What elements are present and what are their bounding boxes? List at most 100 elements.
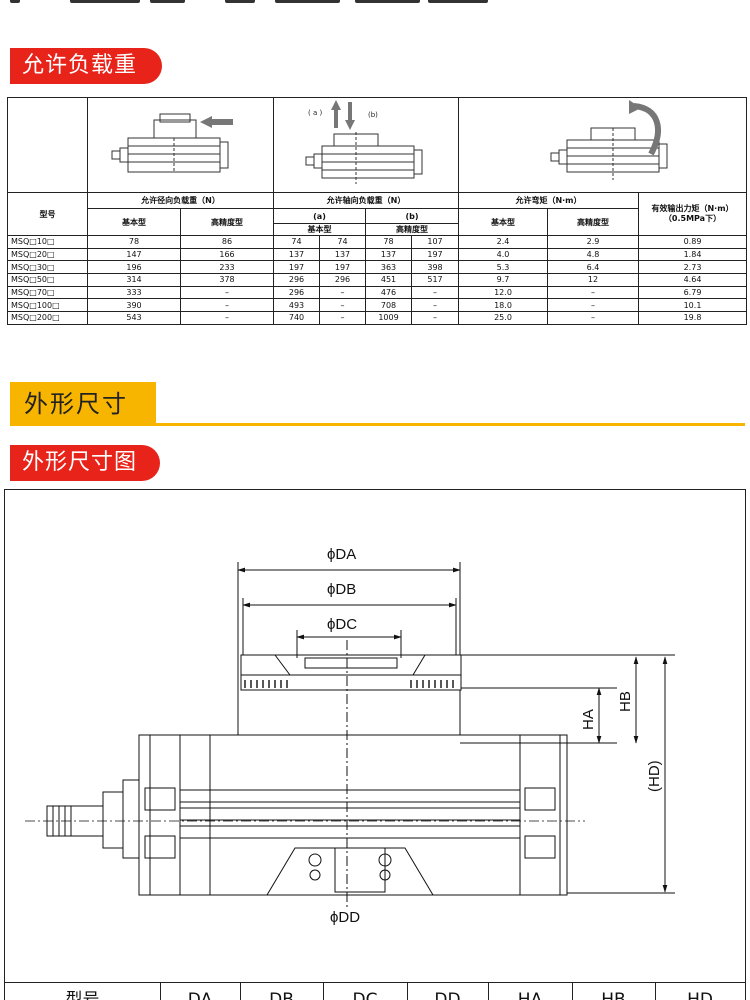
value-cell: 543 (87, 311, 181, 325)
value-cell: 12.0 (458, 285, 548, 300)
dim-label-hb: HB (617, 691, 634, 712)
value-cell: 476 (365, 285, 412, 300)
dim-col-db: DB (269, 990, 294, 1000)
axial-basic-header: 基本型 (273, 223, 366, 236)
value-cell: 78 (365, 235, 412, 249)
cropped-text-strip (0, 0, 750, 12)
value-cell: 6.79 (637, 285, 748, 300)
value-cell: 78 (87, 235, 181, 249)
value-cell: 333 (87, 285, 181, 300)
value-cell: 137 (273, 247, 320, 262)
section-underline (156, 423, 745, 426)
radial-high-header: 高精度型 (180, 208, 274, 236)
value-cell: 6.4 (547, 260, 639, 275)
value-cell: 196 (87, 260, 181, 275)
radial-load-illustration (87, 97, 274, 193)
value-cell: 5.3 (458, 260, 548, 275)
value-cell: 12 (547, 273, 639, 287)
axial-load-illustration: ( a ) (b) (273, 97, 459, 193)
torque-header-line2: （0.5MPa下） (663, 214, 722, 223)
model-cell: MSQ□70□ (7, 285, 88, 300)
value-cell: 2.4 (458, 235, 548, 249)
torque-header-line1: 有效输出力矩（N·m） (651, 204, 734, 213)
allowable-load-table: ( a ) (b) (7, 97, 748, 325)
value-cell: – (411, 311, 459, 325)
dim-label-da: ϕDA (327, 546, 356, 563)
dim-label-db: ϕDB (327, 581, 356, 598)
axial-a-header: (a) (273, 208, 366, 224)
col-header-torque: 有效输出力矩（N·m） （0.5MPa下） (637, 192, 748, 236)
arrow-label-b: (b) (368, 111, 378, 119)
value-cell: 2.9 (547, 235, 639, 249)
value-cell: 0.89 (637, 235, 748, 249)
value-cell: 296 (319, 273, 366, 287)
value-cell: 493 (273, 298, 320, 313)
outline-drawing-frame: ϕDA ϕDB ϕDC ϕDD HA HB (HD) (4, 489, 746, 982)
value-cell: 363 (365, 260, 412, 275)
value-cell: 86 (180, 235, 274, 249)
model-cell: MSQ□50□ (7, 273, 88, 287)
outline-drawing: ϕDA ϕDB ϕDC ϕDD HA HB (HD) (25, 546, 675, 926)
value-cell: 1.84 (637, 247, 748, 262)
value-cell: – (319, 311, 366, 325)
value-cell: – (319, 298, 366, 313)
value-cell: – (180, 285, 274, 300)
dim-col-model: 型号 (65, 990, 100, 1000)
section-badge-allowable-load: 允许负载重 (10, 48, 162, 84)
value-cell: 197 (411, 247, 459, 262)
value-cell: – (411, 298, 459, 313)
value-cell: 137 (365, 247, 412, 262)
col-header-moment: 允许弯矩（N·m） (458, 192, 639, 209)
radial-basic-header: 基本型 (87, 208, 181, 236)
value-cell: 10.1 (637, 298, 748, 313)
value-cell: – (547, 311, 639, 325)
col-header-radial: 允许径向负载重（N） (87, 192, 274, 209)
value-cell: 4.0 (458, 247, 548, 262)
value-cell: 4.8 (547, 247, 639, 262)
value-cell: 147 (87, 247, 181, 262)
dim-label-ha: HA (580, 709, 597, 730)
table-row: MSQ□100□390–493–708–18.0–10.1 (7, 298, 748, 313)
dim-label-dc: ϕDC (327, 616, 357, 633)
model-cell: MSQ□30□ (7, 260, 88, 275)
value-cell: 4.64 (637, 273, 748, 287)
moment-high-header: 高精度型 (547, 208, 639, 236)
value-cell: – (547, 298, 639, 313)
value-cell: 296 (273, 285, 320, 300)
axial-b-header: (b) (365, 208, 459, 224)
table-row: MSQ□70□333–296–476–12.0–6.79 (7, 285, 748, 300)
value-cell: 517 (411, 273, 459, 287)
dimension-table-header: 型号 DA DB DC DD HA HB HD (4, 982, 746, 1000)
value-cell: 197 (319, 260, 366, 275)
dim-col-da: DA (187, 990, 213, 1000)
value-cell: 137 (319, 247, 366, 262)
radial-load-diagram (111, 113, 233, 173)
dim-label-hd: (HD) (646, 760, 663, 792)
value-cell: – (180, 298, 274, 313)
value-cell: 296 (273, 273, 320, 287)
blank-corner-cell (7, 97, 88, 193)
value-cell: – (319, 285, 366, 300)
value-cell: 398 (411, 260, 459, 275)
value-cell: – (547, 285, 639, 300)
dim-col-dc: DC (352, 990, 378, 1000)
dim-label-dd: ϕDD (330, 909, 360, 926)
value-cell: 451 (365, 273, 412, 287)
model-cell: MSQ□10□ (7, 235, 88, 249)
outline-section-header: 外形尺寸 (10, 382, 745, 426)
value-cell: 708 (365, 298, 412, 313)
axial-load-diagram: ( a ) (b) (305, 100, 423, 184)
value-cell: – (180, 311, 274, 325)
value-cell: 74 (319, 235, 366, 249)
value-cell: 390 (87, 298, 181, 313)
dim-col-ha: HA (517, 990, 543, 1000)
moment-illustration (457, 97, 748, 193)
col-header-model: 型号 (7, 192, 88, 236)
value-cell: 74 (273, 235, 320, 249)
value-cell: 9.7 (458, 273, 548, 287)
value-cell: 740 (273, 311, 320, 325)
